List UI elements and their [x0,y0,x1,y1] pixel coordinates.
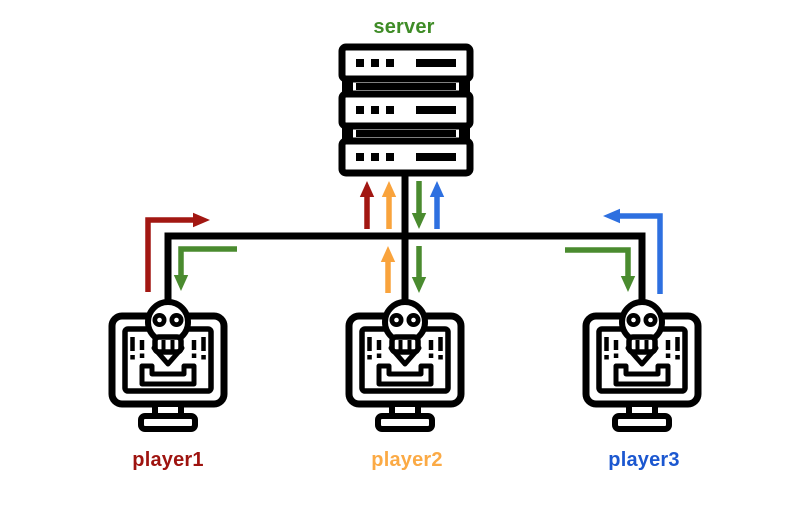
arrow-player1-to-server [359,181,375,229]
arrow-player2-up [380,246,396,293]
player3-label: player3 [608,449,680,471]
arrow-server-down-green [411,181,427,229]
server-icon [342,47,470,173]
player2-label: player2 [371,449,443,471]
player3-icon [586,302,698,429]
player1-icon [112,302,224,429]
server-rack-connector [342,79,470,94]
server-label: server [373,16,435,38]
arrow-player2-to-server [381,181,397,229]
arrow-server-to-player3 [565,247,636,292]
player1-label: player1 [132,449,204,471]
arrow-player3-to-server [429,181,445,229]
arrow-player1-up-right [145,212,210,292]
arrow-server-to-player1 [173,246,237,291]
server-rack-connector [342,126,470,141]
arrow-server-to-player2 [411,246,427,293]
player2-icon [349,302,461,429]
arrow-player3-up-left [603,208,663,294]
